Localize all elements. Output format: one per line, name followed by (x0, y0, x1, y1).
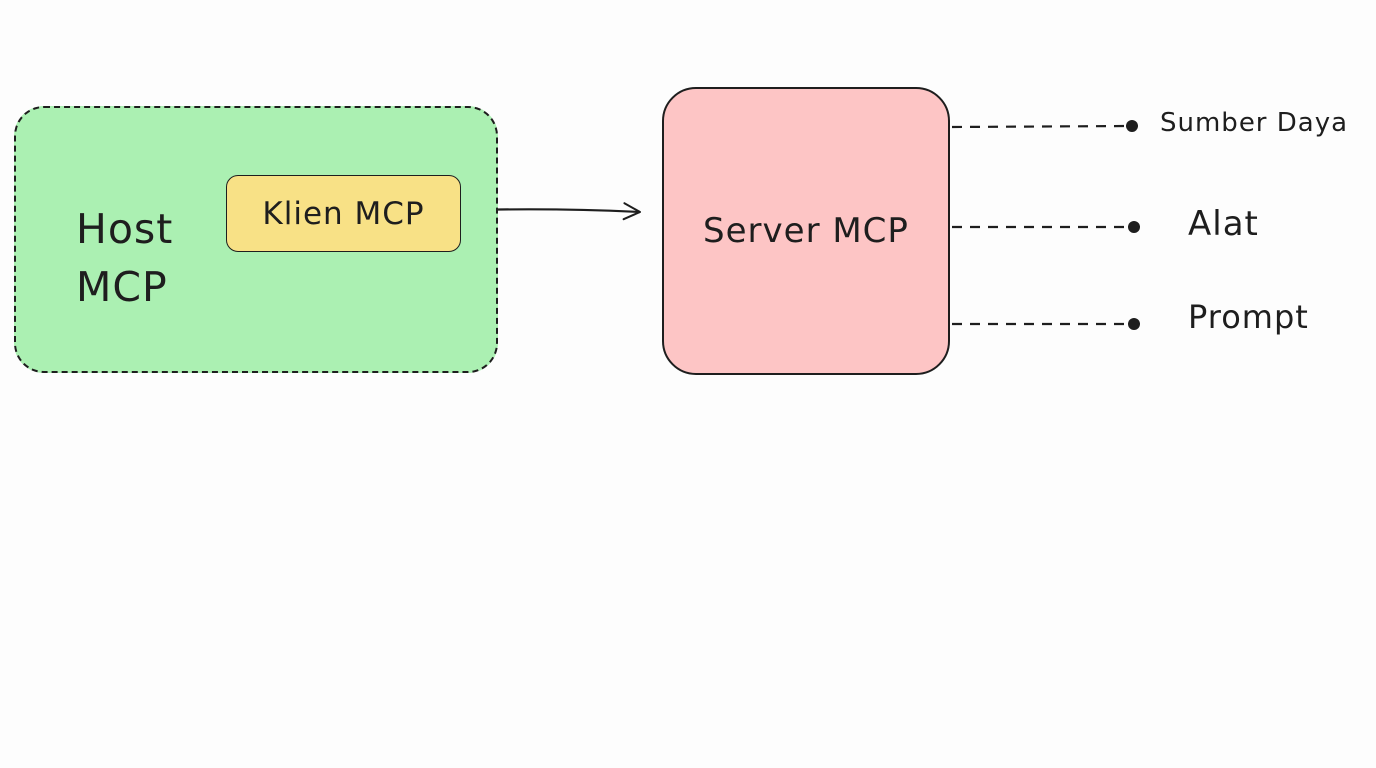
capability-resources-label: Sumber Daya (1160, 108, 1349, 138)
capability-prompts-label: Prompt (1188, 298, 1309, 336)
resources-dot (1126, 120, 1138, 132)
host-label: Host MCP (76, 205, 174, 311)
capability-tools-label: Alat (1188, 204, 1259, 244)
client-label: Klien MCP (262, 195, 425, 232)
prompts-dot (1128, 318, 1140, 330)
server-node: Server MCP (662, 87, 950, 375)
tools-dot (1128, 221, 1140, 233)
server-label: Server MCP (703, 211, 909, 251)
client-node: Klien MCP (226, 175, 461, 252)
resources-connector (951, 124, 1131, 129)
